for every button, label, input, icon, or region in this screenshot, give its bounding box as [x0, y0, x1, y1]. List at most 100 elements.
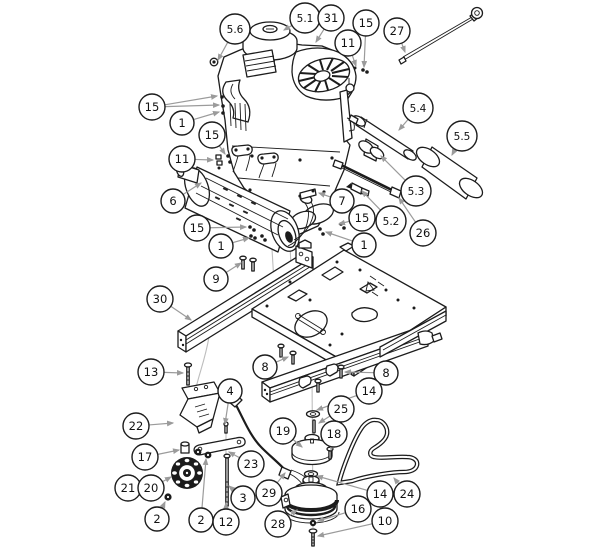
leader-1: [193, 110, 221, 121]
svg-text:23: 23: [244, 457, 259, 471]
callout-6: 6: [160, 188, 186, 214]
svg-text:31: 31: [324, 11, 339, 25]
svg-text:5.5: 5.5: [454, 131, 471, 143]
callout-19: 19: [269, 417, 297, 445]
idler-pulley: [171, 457, 203, 489]
callout-1: 1: [351, 232, 377, 258]
nut-16: [309, 519, 317, 527]
heat-shield-slots: [214, 187, 257, 222]
svg-text:13: 13: [144, 365, 159, 379]
callout-25: 25: [327, 395, 355, 423]
callout-9: 9: [203, 266, 229, 292]
leader-19: [292, 438, 303, 448]
washer-upper: [305, 410, 321, 418]
callout-21: 21: [114, 474, 142, 502]
svg-text:22: 22: [129, 419, 144, 433]
svg-text:28: 28: [271, 517, 286, 531]
callout-10: 10: [371, 507, 399, 535]
svg-text:2: 2: [153, 512, 160, 526]
leader-11: [351, 55, 357, 68]
leader-5.5: [451, 148, 458, 157]
svg-text:21: 21: [121, 481, 136, 495]
leader-14: [315, 474, 368, 492]
leader-8: [275, 356, 290, 363]
callout-15: 15: [352, 9, 380, 37]
callout-15: 15: [183, 214, 211, 242]
callout-23: 23: [237, 450, 265, 478]
svg-text:19: 19: [276, 424, 291, 438]
svg-text:26: 26: [416, 226, 431, 240]
bolt-11-stack: [215, 154, 223, 170]
callout-16: 16: [344, 495, 372, 523]
callout-5.4: 5.4: [402, 92, 434, 124]
callout-5.3: 5.3: [400, 175, 432, 207]
callout-3: 3: [230, 485, 256, 511]
svg-text:12: 12: [219, 515, 234, 529]
callout-31: 31: [317, 4, 345, 32]
leader-6: [182, 182, 203, 196]
svg-text:15: 15: [359, 16, 374, 30]
svg-text:5.1: 5.1: [297, 13, 314, 25]
leader-30: [170, 305, 192, 321]
svg-text:17: 17: [138, 450, 153, 464]
side-rail: [379, 310, 447, 358]
svg-text:11: 11: [341, 36, 356, 50]
flange-nuts: [164, 448, 212, 501]
svg-text:3: 3: [239, 491, 246, 505]
svg-text:4: 4: [226, 384, 233, 398]
engine-mount-bracket: [179, 381, 221, 434]
svg-text:15: 15: [355, 211, 370, 225]
callout-15: 15: [348, 204, 376, 232]
leader-lines: [148, 24, 458, 538]
callout-8: 8: [252, 354, 278, 380]
exhaust-pipes: [231, 144, 279, 179]
muffler: [175, 144, 300, 253]
callout-27: 27: [383, 17, 411, 45]
leader-1: [232, 236, 251, 244]
leader-4: [223, 402, 229, 426]
bolts-8-right: [314, 364, 345, 393]
leader-22: [148, 420, 175, 427]
svg-text:5.2: 5.2: [383, 216, 400, 228]
callout-26: 26: [409, 219, 437, 247]
callout-15: 15: [138, 93, 166, 121]
leader-1: [324, 231, 353, 242]
callout-30: 30: [146, 285, 174, 313]
svg-text:2: 2: [197, 513, 204, 527]
callout-18: 18: [320, 420, 348, 448]
leader-15: [337, 219, 350, 226]
svg-text:1: 1: [360, 238, 367, 252]
dipstick: [398, 6, 484, 65]
leader-9: [225, 262, 243, 274]
callout-2: 2: [188, 507, 214, 533]
frame: [177, 239, 447, 403]
callout-15: 15: [198, 121, 226, 149]
leader-26: [398, 197, 417, 223]
svg-text:10: 10: [378, 514, 393, 528]
callout-11: 11: [334, 29, 362, 57]
clutch-assembly: [280, 475, 340, 524]
callout-4: 4: [217, 378, 243, 404]
oil-tube: [348, 114, 417, 161]
svg-text:18: 18: [327, 427, 342, 441]
leader-7: [317, 192, 331, 198]
svg-text:6: 6: [169, 194, 176, 208]
svg-text:25: 25: [334, 402, 349, 416]
leader-17: [157, 448, 181, 455]
leader-15: [164, 102, 221, 109]
svg-text:16: 16: [351, 502, 366, 516]
leader-23: [227, 451, 240, 459]
leader-15: [361, 35, 368, 69]
callout-5.1: 5.1: [289, 2, 321, 34]
leader-13: [163, 369, 185, 376]
flywheel-fan: [291, 47, 357, 101]
intake-elbow: [222, 79, 251, 123]
bolt-5-6: [209, 57, 219, 67]
callout-29: 29: [255, 479, 283, 507]
leader-3: [228, 485, 236, 493]
svg-text:9: 9: [212, 272, 219, 286]
svg-text:11: 11: [175, 152, 190, 166]
callout-24: 24: [393, 480, 421, 508]
